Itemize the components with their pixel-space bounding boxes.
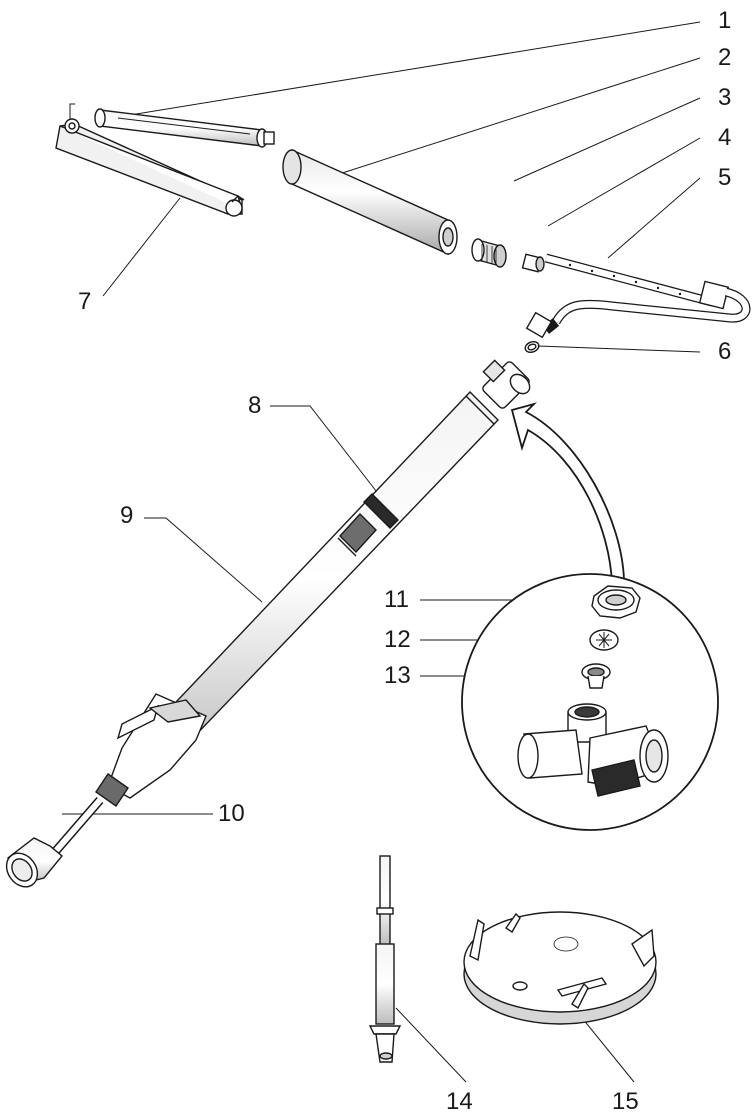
part-2-roller-cover <box>282 148 458 256</box>
part-10-handle <box>5 693 207 888</box>
leader-1b <box>69 103 75 120</box>
leader-5 <box>607 177 701 259</box>
part-12-diaphragm <box>589 629 619 651</box>
detail-parts <box>517 585 669 797</box>
callout-12: 12 <box>384 626 411 653</box>
leader-8 <box>270 405 381 497</box>
leader-4 <box>547 137 701 227</box>
callout-15: 15 <box>612 1088 639 1115</box>
valve-body-detail <box>517 703 669 797</box>
callout-4: 4 <box>718 124 732 151</box>
leader-7 <box>102 197 181 297</box>
part-5-perforated-tube <box>525 253 751 339</box>
callout-14: 14 <box>446 1088 473 1115</box>
valve-head <box>482 359 531 409</box>
callout-10: 10 <box>218 800 245 827</box>
callout-5: 5 <box>718 164 732 191</box>
part-14-lance <box>368 855 402 1063</box>
leader-9 <box>144 517 263 603</box>
part-13-seal <box>581 663 611 689</box>
part-8-collar <box>363 493 399 529</box>
callout-1: 1 <box>718 7 732 34</box>
callout-11: 11 <box>384 586 409 613</box>
part-3-end-cap <box>471 238 507 268</box>
part-4-coupling <box>521 253 545 273</box>
part-11-nut <box>591 585 641 619</box>
callout-8: 8 <box>248 392 262 419</box>
callout-6: 6 <box>718 338 732 365</box>
leader-14 <box>395 1007 467 1083</box>
leader-6 <box>537 345 701 353</box>
part-1-roller-frame-bar <box>94 108 275 148</box>
leader-1 <box>111 21 701 119</box>
callout-3: 3 <box>718 84 732 111</box>
callout-9: 9 <box>120 502 134 529</box>
part-7-roller-shield <box>55 118 245 217</box>
leader-3 <box>513 97 701 182</box>
part-6-o-ring <box>524 341 540 353</box>
callout-2: 2 <box>718 44 732 71</box>
part-15-disc-base <box>463 911 657 1025</box>
callout-7: 7 <box>78 288 92 315</box>
callout-13: 13 <box>384 662 411 689</box>
leader-2 <box>335 57 701 176</box>
